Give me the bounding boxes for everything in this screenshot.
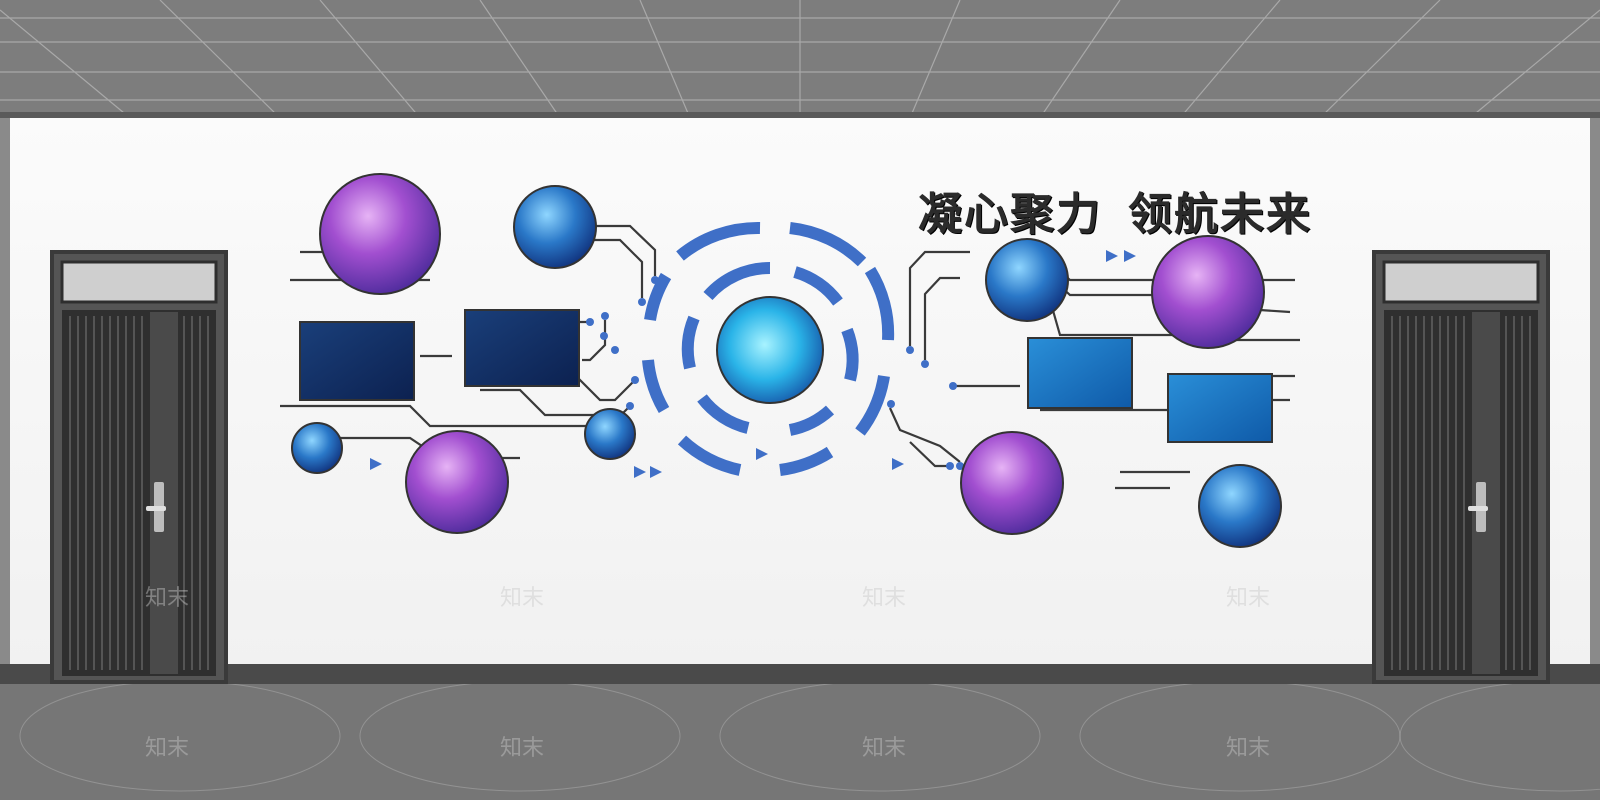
slogan-part-1: 凝心聚力 [918, 189, 1102, 240]
slogan-part-2: 领航未来 [1128, 189, 1312, 240]
door-left-icon[interactable] [50, 250, 228, 684]
circuit-art-icon [280, 173, 1300, 548]
skirting-board [0, 664, 1600, 684]
ceiling [0, 0, 1600, 118]
slogan: 凝心聚力领航未来 [918, 178, 1338, 240]
floor [0, 666, 1600, 800]
door-right-icon[interactable] [1372, 250, 1550, 684]
